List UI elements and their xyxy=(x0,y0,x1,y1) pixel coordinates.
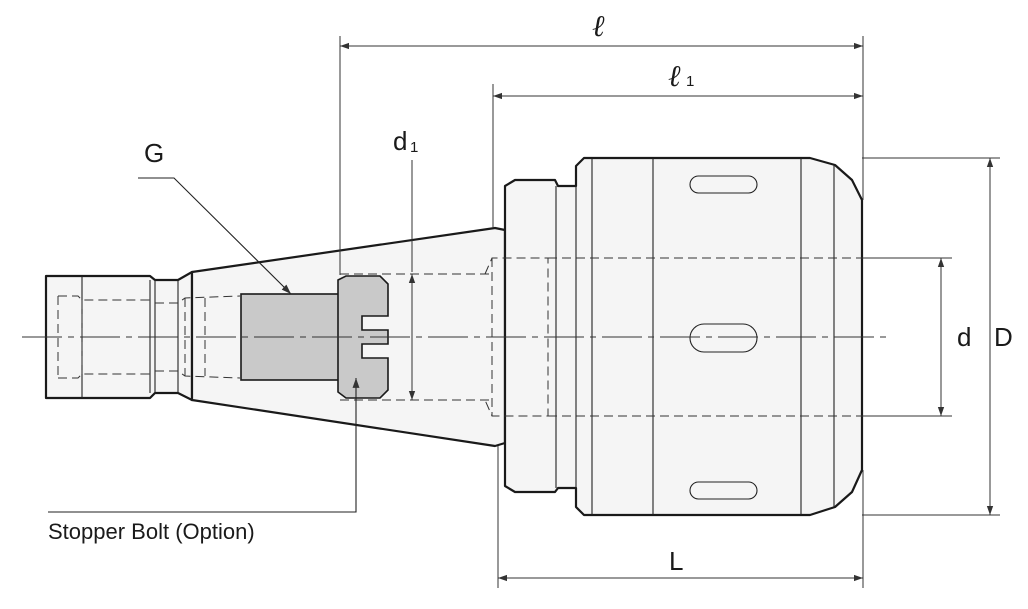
svg-text:d: d xyxy=(393,126,407,156)
slot-middle xyxy=(689,323,758,353)
label-bore-diameter-1: d 1 xyxy=(393,126,418,156)
label-shank-length: L xyxy=(669,546,683,576)
thread-leader xyxy=(138,177,292,295)
dimension-lines xyxy=(340,42,994,582)
svg-text:1: 1 xyxy=(410,139,418,156)
label-bore-diameter: d xyxy=(957,322,971,352)
hidden-lines xyxy=(57,257,862,417)
extension-lines xyxy=(339,36,1000,588)
label-length-1: ℓ 1 xyxy=(668,60,694,93)
leader-lines xyxy=(48,177,360,513)
label-outer-diameter: D xyxy=(994,322,1013,352)
stopper-bolt-leader xyxy=(48,378,360,513)
svg-text:1: 1 xyxy=(686,73,694,90)
slot-bottom xyxy=(689,481,758,500)
slot-top xyxy=(689,175,758,194)
retention-knob xyxy=(44,270,194,402)
svg-text:ℓ: ℓ xyxy=(668,60,681,93)
label-stopper-bolt: Stopper Bolt (Option) xyxy=(48,519,255,544)
label-thread: G xyxy=(144,138,164,168)
label-overall-length: ℓ xyxy=(592,10,605,43)
